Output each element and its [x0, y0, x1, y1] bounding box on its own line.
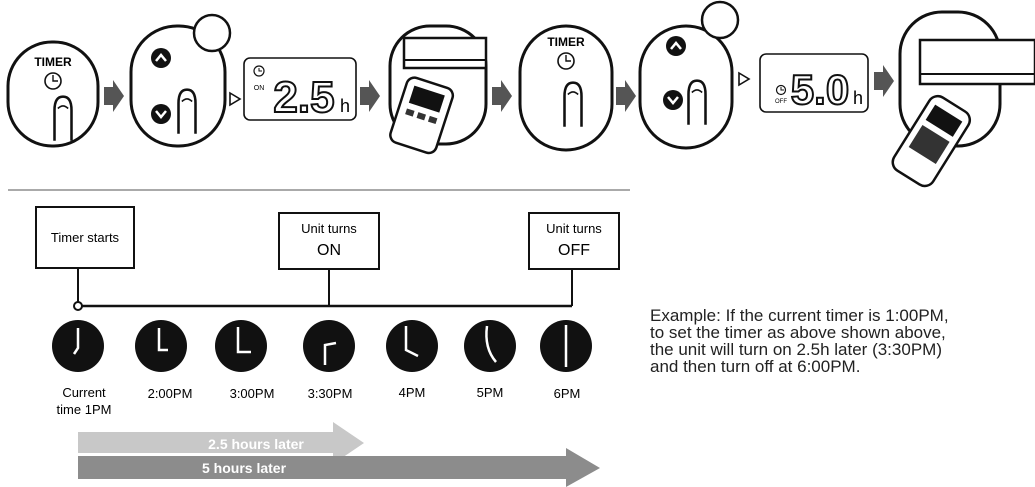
step-arrow-icon — [616, 80, 636, 112]
step-arrow-icon — [874, 65, 894, 97]
duration-arrow-label: 2.5 hours later — [208, 436, 304, 452]
highlight-circle — [192, 13, 232, 53]
unit-on-label-1: Unit turns — [301, 221, 357, 236]
timeline-start-dot — [73, 301, 83, 311]
step-arrow-icon — [492, 80, 512, 112]
timer-starts-label: Timer starts — [51, 230, 120, 245]
button-panel — [6, 40, 100, 148]
ac-remote-step — [388, 24, 488, 155]
timer-button-label: TIMER — [547, 35, 585, 49]
clock-icon — [135, 320, 187, 372]
finger-icon — [53, 95, 73, 143]
finger-icon — [177, 88, 197, 136]
display-value: 2.5 — [273, 73, 334, 122]
down-arrow-button-icon — [663, 90, 683, 110]
display-value: 5.0 — [791, 66, 849, 113]
clock-label: 6PM — [554, 386, 581, 401]
ac-remote-step-2 — [891, 10, 1035, 188]
duration-arrow-2-5h — [78, 422, 364, 464]
display-unit: h — [853, 88, 863, 108]
unit-off-box — [528, 212, 620, 270]
finger-icon — [686, 79, 708, 127]
display-mode-label: OFF — [775, 99, 787, 105]
timer-starts-box — [35, 206, 135, 269]
example-note: Example: If the current timer is 1:00PM,… — [650, 306, 949, 376]
up-down-step-2 — [638, 0, 740, 150]
step-arrow-icon — [104, 80, 124, 112]
down-arrow-button-icon — [151, 104, 171, 124]
clock-icon — [557, 52, 575, 70]
duration-arrow-label: 5 hours later — [202, 460, 287, 476]
air-conditioner-icon — [918, 38, 1035, 86]
display-unit: h — [340, 96, 350, 116]
clock-icon — [540, 320, 592, 372]
clock-icon — [464, 320, 516, 372]
step-arrow-icon — [360, 80, 380, 112]
display-mode-label: ON — [254, 85, 265, 92]
remote-control-icon — [891, 94, 972, 188]
clock-label: time 1PM — [57, 402, 112, 417]
clock-label: 3:00PM — [230, 386, 275, 401]
lcd-display — [759, 53, 869, 113]
clock-label: 2:00PM — [148, 386, 193, 401]
clock-icon — [303, 320, 355, 372]
up-down-step — [129, 13, 232, 148]
up-arrow-button-icon — [666, 36, 686, 56]
clock-icon — [52, 320, 104, 372]
display-on-step: ON 2.5 h — [243, 57, 357, 123]
display-off-step: OFF 5.0 h — [759, 53, 869, 114]
unit-off-label-1: Unit turns — [546, 221, 602, 236]
highlight-circle — [700, 0, 740, 40]
clock-icon — [775, 84, 787, 96]
pointer-triangle-icon — [229, 91, 242, 107]
timer-button-label: TIMER — [34, 55, 72, 69]
clock-label: 5PM — [477, 385, 504, 400]
remote-control-icon — [389, 76, 455, 155]
lcd-display — [243, 57, 357, 121]
air-conditioner-icon — [402, 36, 488, 70]
timer-button-step-2: TIMER — [518, 24, 614, 152]
button-panel — [638, 24, 734, 150]
finger-icon — [562, 81, 584, 129]
clock-icon — [215, 320, 267, 372]
pointer-triangle-icon — [738, 71, 751, 87]
clock-icon — [253, 65, 265, 77]
unit-on-label-2: ON — [317, 242, 341, 259]
up-arrow-button-icon — [151, 48, 171, 68]
unit-off-label-2: OFF — [558, 242, 590, 259]
clock-label: 3:30PM — [308, 386, 353, 401]
clock-icon — [44, 72, 62, 90]
clock-icon — [386, 320, 438, 372]
clock-label: 4PM — [399, 385, 426, 400]
timeline: Timer starts Unit turns ON Unit turns OF… — [35, 206, 620, 487]
timer-button-step: TIMER — [6, 40, 100, 148]
duration-arrow-5h — [78, 448, 600, 487]
clock-label: Current — [62, 385, 106, 400]
